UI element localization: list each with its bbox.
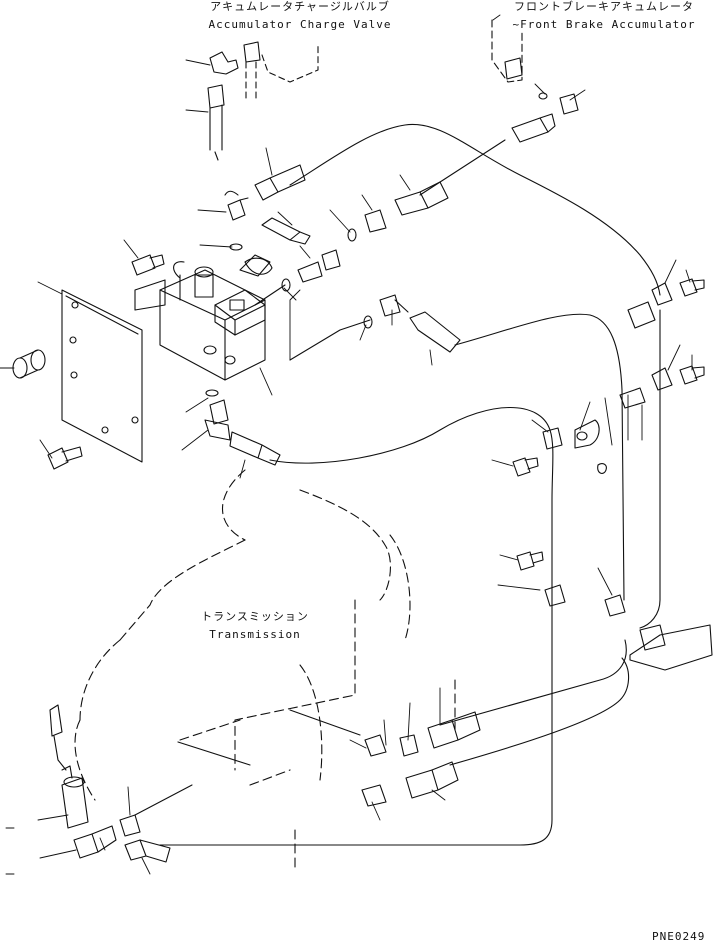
accumulator-charge-valve-label-en: Accumulator Charge Valve <box>208 18 392 31</box>
pipe-valve-ring <box>254 284 286 306</box>
pipe-right-middle <box>639 309 661 629</box>
pipe-valve-to-elbow <box>289 319 371 361</box>
spacer-cylinder <box>12 349 46 379</box>
leader-lines <box>0 14 693 875</box>
mounting-plate <box>61 289 143 463</box>
pipe-block-down <box>159 406 554 846</box>
transmission-outline <box>74 469 456 871</box>
pipe-bottom-return <box>449 657 630 766</box>
fittings-upper <box>207 41 461 353</box>
transmission-label-jp: トランスミッション <box>201 610 309 623</box>
front-brake-accumulator-label-jp: フロントブレーキアキュムレータ <box>514 0 694 13</box>
valve-block <box>134 254 271 381</box>
pipe-lower-cross <box>439 639 627 726</box>
front-brake-accumulator <box>491 19 579 143</box>
front-brake-accumulator-label-en: ~Front Brake Accumulator <box>512 18 696 31</box>
bolts <box>47 254 705 571</box>
pipe-top-loop <box>289 123 661 296</box>
fittings-lower <box>49 389 713 863</box>
clamps <box>542 282 673 617</box>
pipe-front-accumulator <box>419 139 506 196</box>
transmission-label-en: Transmission <box>209 628 301 641</box>
accumulator-charge-valve-label-jp: アキュムレータチャージルバルブ <box>210 0 390 13</box>
pipe-right-upper <box>454 313 625 601</box>
pipe-lines <box>159 123 661 846</box>
drawing-code: PNE0249 <box>652 930 706 943</box>
